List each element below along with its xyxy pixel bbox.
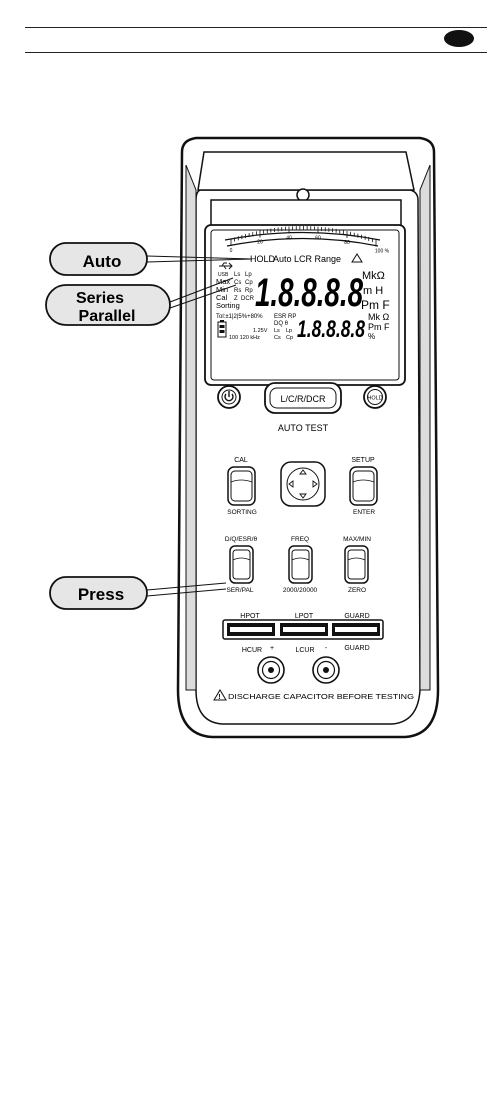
lcd-ls: Ls [234,272,240,278]
pot-terminal-strip[interactable] [222,619,384,640]
lcd-tol: Tol:±1|2|5%+80% [216,314,263,320]
hold-label: HOLD [367,396,382,402]
lcd-125v: 1.25V [253,328,268,334]
lcd-delta-icon [351,253,363,263]
lcur-label: LCUR [295,647,314,654]
bar-graph-ticks [230,226,377,247]
power-icon [224,391,234,402]
hpot-label: HPOT [240,613,260,620]
lcd-unit2-pct: % [368,332,375,341]
lcd-freqs: 100 120 kHz [229,335,260,341]
dq-esr-button[interactable] [229,545,254,584]
freq-values-label: 2000/20000 [283,587,318,594]
guard-bottom-label: GUARD [344,645,369,652]
bar-graph-scale-label: 0 [230,248,233,254]
setup-label: SETUP [351,457,375,464]
guard-top-label: GUARD [344,613,369,620]
callout-press: Press [49,576,227,610]
hold-button[interactable]: HOLD [363,385,387,409]
callout-series-label: Series [76,290,124,307]
lcd-unit-mk-ohm: MkΩ [362,270,385,282]
warning-text: DISCHARGE CAPACITOR BEFORE TESTING [228,692,415,701]
zero-label: ZERO [348,587,366,594]
lcd-lp2: Lp [286,328,292,334]
meter-body [176,136,440,739]
lcd-cp2: Cp [286,335,293,341]
usb-icon [219,262,233,270]
lcd-cal: Cal [216,293,228,302]
bar-graph-scale-label: 80 [344,240,350,246]
svg-text:!: ! [218,694,220,701]
callout-auto-label: Auto [83,252,122,271]
lcr-dcr-label: L/C/R/DCR [280,394,326,404]
callout-series-parallel: Series Parallel [45,277,237,326]
lcd-main-digits: 1.8.8.8.8 [255,271,364,315]
lcd-display: 0 20 40 60 80 100 % HOLD Auto LCR Range USB L… [216,226,390,343]
lcd-sorting: Sorting [216,301,240,310]
bar-graph-scale: 0 20 40 60 80 100 % [230,235,390,254]
lcd-dq: DQ θ [274,321,289,327]
header-rule-bottom [25,52,487,53]
sorting-label: SORTING [227,509,257,516]
lcr-dcr-button[interactable]: L/C/R/DCR [264,382,342,414]
bar-graph-scale-label: 20 [257,240,263,246]
page-marker-badge [444,30,474,47]
dpad-arrows-icon [288,469,318,499]
lcd-cp: Cp [245,280,253,286]
warning-triangle-icon [213,689,227,701]
lpot-label: LPOT [295,613,314,620]
lcd-secondary-digits: 1.8.8.8.8 [297,316,365,343]
dq-esr-label: D/Q/ESR/θ [225,536,258,543]
lcd-unit-pnf: Pm F [361,298,390,312]
lcd-esr-rp: ESR RP [274,314,296,320]
lcd-rs: Rs [234,288,241,294]
lcd-unit2-mk-ohm: Mk Ω [368,312,389,322]
minus-label: - [325,645,328,652]
lcd-auto-range: Auto LCR Range [273,254,341,264]
freq-label: FREQ [291,536,309,543]
hcur-label: HCUR [242,647,262,654]
cal-sorting-button[interactable] [227,466,256,506]
lcd-ls2: Ls [274,328,280,334]
lcd-cs: Cs [234,280,241,286]
lcd-usb: USB [218,272,229,278]
bar-graph-scale-label: 100 % [375,248,390,254]
lcd-rp: Rp [245,288,253,294]
auto-test-label: AUTO TEST [278,423,329,433]
plus-label: + [270,645,274,652]
lcd-z: Z [234,296,238,302]
lcur-jack[interactable] [312,656,340,684]
header-rule-top [25,27,487,28]
max-min-label: MAX/MIN [343,536,371,543]
ser-pal-label: SER/PAL [227,587,254,594]
max-min-button[interactable] [344,545,369,584]
bar-graph-scale-label: 60 [315,236,321,242]
lcd-unit2-pnf: Pm F [368,322,390,332]
freq-button[interactable] [288,545,313,584]
navigation-pad[interactable] [280,461,326,507]
callout-parallel-label: Parallel [79,308,136,325]
lcd-lp: Lp [245,272,252,278]
lcd-dcr: DCR [241,296,255,302]
hcur-jack[interactable] [257,656,285,684]
bar-graph-scale-label: 40 [286,235,292,241]
top-screw [296,188,310,202]
callout-auto: Auto [49,242,253,276]
callout-press-label: Press [78,585,124,604]
lcd-unit-mh: m H [363,285,383,297]
lcd-cs2: Cs [274,335,281,341]
cal-label: CAL [234,457,248,464]
enter-label: ENTER [353,509,375,516]
power-button[interactable] [217,385,241,409]
setup-enter-button[interactable] [349,466,378,506]
lcd-hold: HOLD [250,254,276,264]
